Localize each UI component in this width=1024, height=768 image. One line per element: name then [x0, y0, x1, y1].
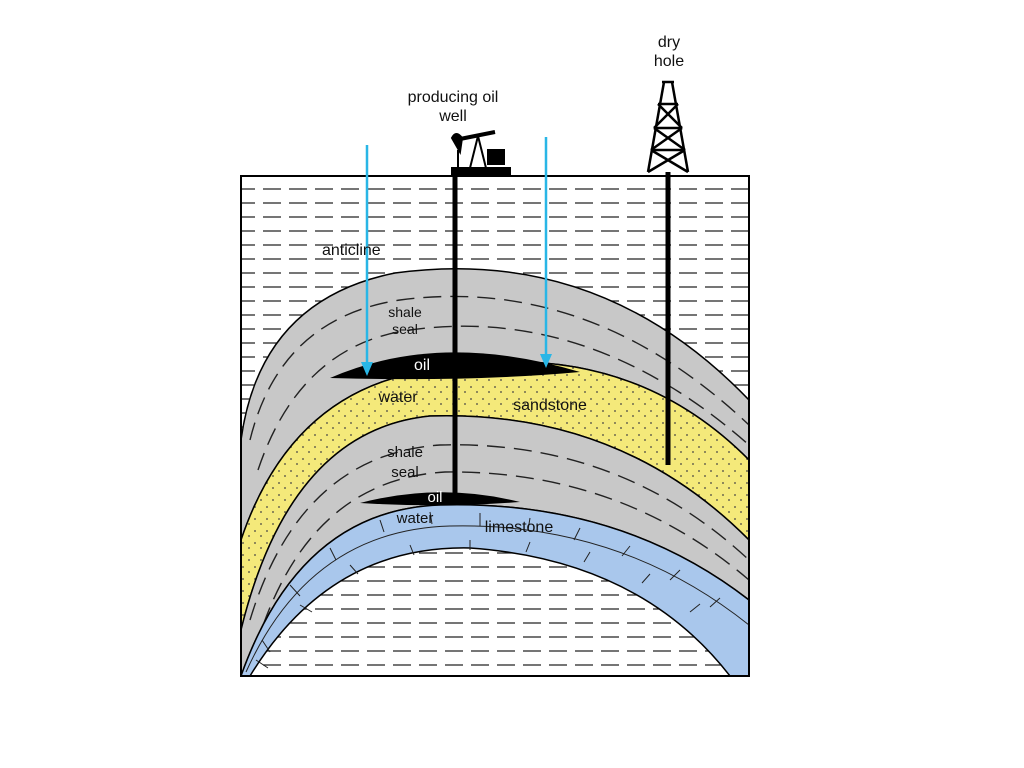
sandstone-label: sandstone: [513, 397, 587, 414]
lower-oil-label: oil: [427, 489, 442, 506]
upper-water-label: water: [377, 389, 418, 406]
dry-hole-label-line1: dry: [658, 34, 680, 51]
upper-shale-dashes-1: [249, 295, 749, 441]
oil-derrick-icon: [646, 80, 690, 174]
lower-oil-pocket: [360, 492, 520, 506]
lower-shale-label-line2: seal: [391, 464, 419, 481]
pumpjack-icon: [450, 130, 511, 175]
lower-shale-dashes-2: [254, 471, 749, 651]
producing-well-label-line2: well: [438, 108, 467, 125]
lower-shale-label-line1: shale: [387, 444, 423, 461]
limestone-layer: [241, 504, 749, 676]
cross-section-frame: [240, 175, 750, 677]
upper-shale-label-line2: seal: [392, 321, 418, 337]
down-arrow-icon: [361, 145, 373, 376]
lower-water-label: water: [396, 510, 434, 527]
anticline-label: anticline: [322, 242, 381, 259]
lower-shale-dashes-1: [249, 444, 749, 621]
upper-shale-label-line1: shale: [388, 304, 422, 320]
upper-shale-dashes-2: [257, 325, 749, 471]
limestone-label: limestone: [485, 519, 554, 536]
limestone-brick-lines: [245, 511, 749, 673]
down-arrow-icon: [540, 137, 552, 368]
dry-hole-label-line2: hole: [654, 53, 684, 70]
upper-oil-label: oil: [414, 357, 430, 374]
producing-well-label-line1: producing oil: [408, 89, 499, 106]
